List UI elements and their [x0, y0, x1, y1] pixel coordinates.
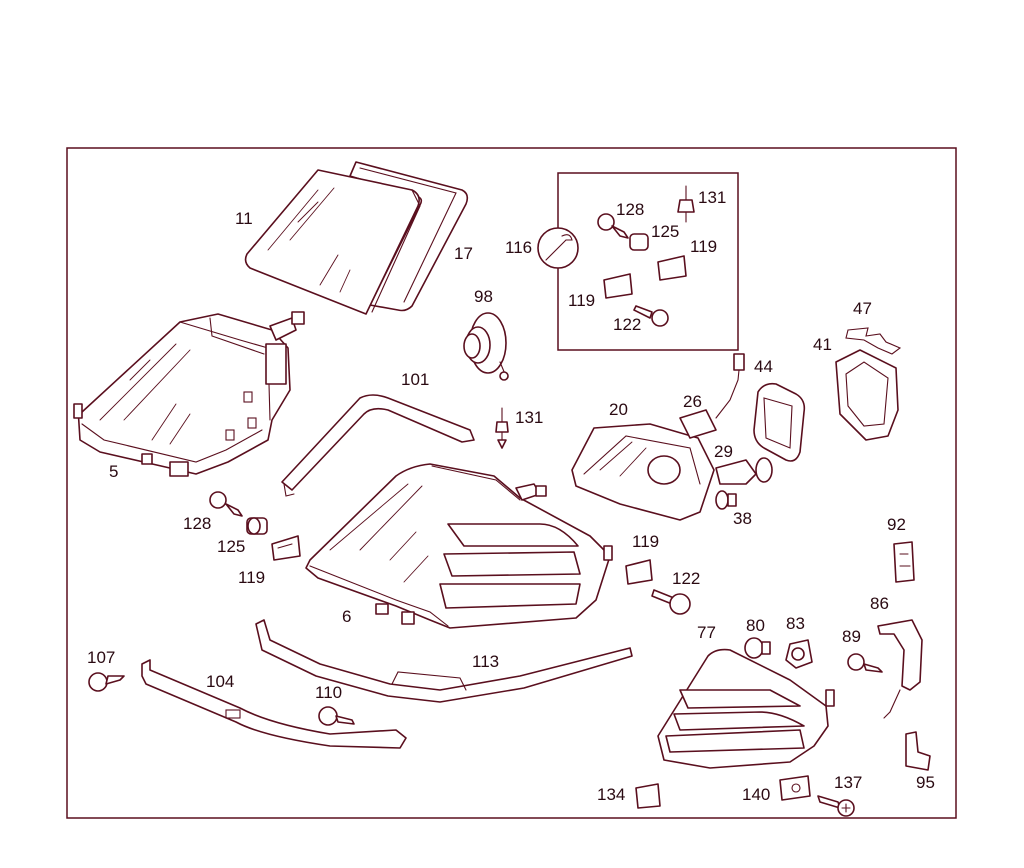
part-110-screw: [318, 706, 355, 726]
callout-95: 95: [916, 773, 935, 792]
callout-6: 6: [342, 607, 351, 626]
part-44-seal: [753, 382, 806, 462]
part-80-bulb: [744, 637, 771, 659]
part-101-bracket: [281, 394, 475, 497]
part-128-screw-inset: [597, 213, 629, 239]
part-122-bolt-inset: [633, 305, 669, 327]
callout-125: 125: [217, 537, 245, 556]
callout-38: 38: [733, 509, 752, 528]
callout-140: 140: [742, 785, 770, 804]
part-38-small-bulb: [715, 490, 737, 510]
callout-131-inset: 131: [698, 188, 726, 207]
callout-116: 116: [505, 238, 532, 257]
part-131-pin-left: [495, 407, 509, 449]
callout-77: 77: [697, 623, 716, 642]
callout-137: 137: [834, 773, 862, 792]
part-128-screw-left: [209, 491, 243, 517]
part-131-pin-inset: [677, 185, 695, 223]
part-11-lens: [244, 169, 421, 315]
callout-128: 128: [183, 514, 211, 533]
part-134-clip: [635, 783, 661, 809]
callout-29: 29: [714, 442, 733, 461]
part-116-tool-icon: [537, 227, 579, 269]
part-92-clip: [893, 541, 915, 583]
callout-17: 17: [454, 244, 473, 263]
part-83-socket: [785, 639, 813, 669]
callout-110: 110: [315, 683, 342, 702]
callout-128-inset: 128: [616, 200, 644, 219]
part-6-headlamp: [305, 463, 613, 629]
callout-101: 101: [401, 370, 429, 389]
callout-41: 41: [813, 335, 832, 354]
callout-47: 47: [853, 299, 872, 318]
callout-11: 11: [235, 209, 253, 228]
callout-107: 107: [87, 648, 115, 667]
callout-134: 134: [597, 785, 625, 804]
part-119-clip-right: [625, 559, 653, 585]
part-113-trim-rail: [255, 619, 633, 703]
diagram-frame: [66, 147, 957, 819]
part-104-trim-strip: [141, 659, 407, 749]
part-137-screw: [817, 795, 855, 817]
callout-104: 104: [206, 672, 234, 691]
callout-119-inset-left: 119: [568, 291, 595, 310]
callout-92: 92: [887, 515, 906, 534]
part-140-clip: [779, 775, 811, 801]
callout-5: 5: [109, 462, 118, 481]
part-47-label: [845, 327, 902, 355]
part-95-clip: [905, 731, 931, 771]
callout-119-right: 119: [632, 532, 659, 551]
part-107-screw: [88, 672, 125, 692]
callout-20: 20: [609, 400, 628, 419]
part-17-gasket: [349, 161, 469, 312]
part-119-clip-inset-right: [657, 255, 687, 281]
part-119-clip-inset-left: [603, 273, 633, 299]
part-125-nut-inset: [629, 233, 649, 251]
part-86-harness: [877, 619, 923, 719]
callout-119: 119: [238, 568, 265, 587]
callout-80: 80: [746, 616, 765, 635]
callout-98: 98: [474, 287, 493, 306]
part-77-lamp: [657, 648, 835, 769]
part-41-cover: [835, 349, 899, 441]
callout-83: 83: [786, 614, 805, 633]
callout-44: 44: [754, 357, 773, 376]
callout-122-right: 122: [672, 569, 700, 588]
callout-122-inset: 122: [613, 315, 641, 334]
part-89-screw: [847, 653, 883, 673]
callout-26: 26: [683, 392, 702, 411]
callout-131: 131: [515, 408, 543, 427]
part-29-bulb: [715, 457, 773, 485]
part-26-bulb-holder: [679, 353, 745, 439]
part-119-clip-left: [271, 535, 301, 561]
part-125-nut-left: [246, 517, 268, 535]
part-20-fog-lamp: [571, 423, 715, 521]
callout-86: 86: [870, 594, 889, 613]
part-5-headlamp-housing: [73, 311, 305, 477]
part-122-bolt-right: [651, 589, 691, 615]
callout-113: 113: [472, 652, 499, 671]
part-98-bulb-cap: [463, 312, 509, 381]
callout-119-inset-right: 119: [690, 237, 717, 256]
callout-125-inset: 125: [651, 222, 679, 241]
callout-89: 89: [842, 627, 861, 646]
